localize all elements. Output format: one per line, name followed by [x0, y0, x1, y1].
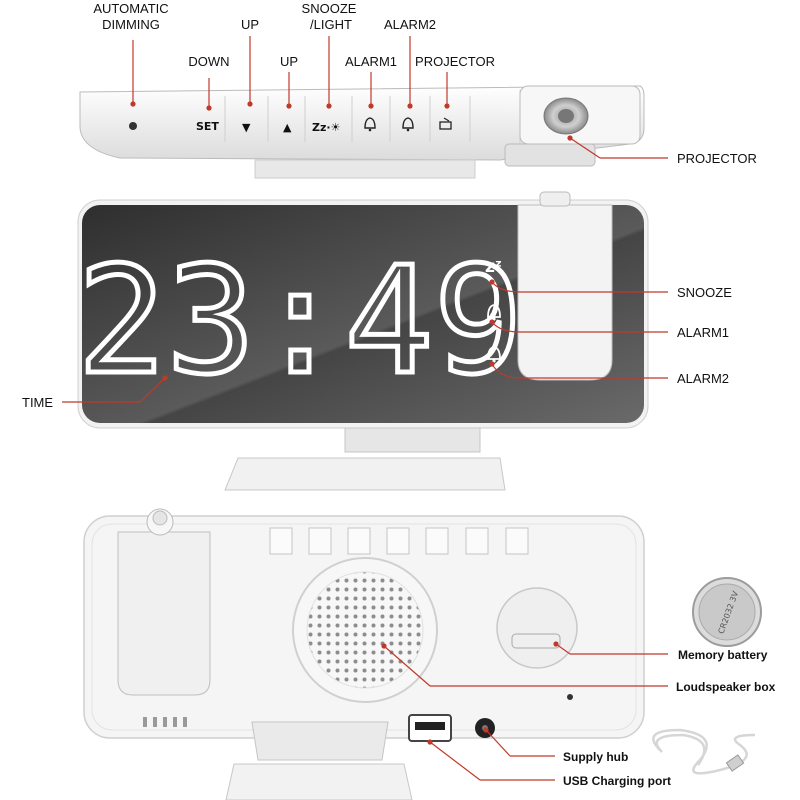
top-leader-lines [130, 36, 668, 159]
label-alarm1: ALARM1 [677, 325, 729, 340]
alarm1-bell-icon[interactable] [364, 117, 376, 132]
label-automatic-dimming-1: AUTOMATIC [93, 1, 168, 16]
label-up-2: UP [280, 54, 298, 69]
usb-cable [652, 728, 756, 775]
projector-button-icon[interactable] [439, 117, 452, 130]
front-view: 23:49 zᶻ [75, 191, 649, 491]
mirror-display [82, 205, 644, 423]
coin-battery: CR2032 3V [692, 577, 762, 647]
back-view [83, 508, 645, 800]
time-display: 23:49 [77, 235, 523, 407]
label-projector-side: PROJECTOR [677, 151, 757, 166]
alarm2-bell-icon[interactable] [402, 117, 414, 132]
up-button[interactable]: ▲ [283, 121, 292, 134]
top-body-lower [254, 159, 476, 179]
label-snooze-light-1: SNOOZE [302, 1, 357, 16]
set-button[interactable]: SET [196, 120, 219, 133]
top-view: SET ▼ ▲ Zz·☀ [79, 85, 645, 179]
back-stand [251, 721, 389, 761]
label-projector-top: PROJECTOR [415, 54, 495, 69]
label-loudspeaker-box: Loudspeaker box [676, 680, 776, 694]
label-usb-charging-port: USB Charging port [563, 774, 671, 788]
label-time: TIME [22, 395, 53, 410]
label-supply-hub: Supply hub [563, 750, 628, 764]
front-stand [344, 427, 481, 453]
label-up-1: UP [241, 17, 259, 32]
label-memory-battery: Memory battery [678, 648, 768, 662]
back-buttons [269, 527, 529, 555]
label-alarm2: ALARM2 [677, 371, 729, 386]
usb-cable-plug [725, 754, 745, 772]
reset-hole [567, 694, 573, 700]
down-button[interactable]: ▼ [242, 121, 251, 134]
label-snooze: SNOOZE [677, 285, 732, 300]
label-alarm1-top: ALARM1 [345, 54, 397, 69]
label-down: DOWN [188, 54, 229, 69]
back-leader-lines [381, 641, 668, 781]
battery-compartment [496, 587, 578, 669]
front-leader-lines [62, 279, 668, 403]
label-alarm2-top: ALARM2 [384, 17, 436, 32]
label-automatic-dimming-2: DIMMING [102, 17, 160, 32]
label-snooze-light-2: /LIGHT [310, 17, 352, 32]
back-vents [143, 717, 187, 727]
projector-lower [504, 143, 596, 167]
back-projector-column [117, 531, 211, 696]
snooze-indicator-icon: zᶻ [485, 257, 502, 277]
light-sensor-icon [129, 122, 137, 130]
snooze-light-button[interactable]: Zz·☀ [312, 121, 340, 134]
